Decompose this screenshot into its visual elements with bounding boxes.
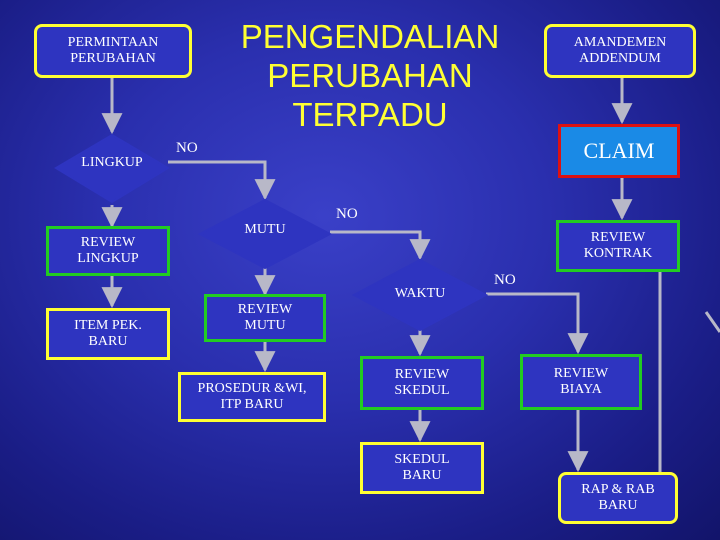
edge-label-no-lingkup: NO	[176, 140, 198, 156]
node-review-mutu-label: REVIEW MUTU	[237, 302, 293, 333]
decision-lingkup: LINGKUP	[81, 155, 143, 170]
node-rap-rab-baru: RAP & RAB BARU	[558, 472, 678, 524]
node-amandemen-label: AMANDEMEN ADDENDUM	[573, 35, 667, 66]
diagram-title: PENGENDALIAN PERUBAHAN TERPADU	[240, 18, 500, 133]
connector-lingkup-mutu	[168, 160, 276, 201]
decision-waktu: WAKTU	[394, 286, 446, 301]
node-prosedur-label: PROSEDUR &WI, ITP BARU	[197, 381, 307, 412]
node-claim: CLAIM	[558, 124, 680, 178]
node-permintaan-label: PERMINTAAN PERUBAHAN	[67, 35, 159, 66]
node-claim-label: CLAIM	[583, 137, 655, 163]
node-skedul-baru-label: SKEDUL BARU	[394, 452, 450, 483]
node-review-mutu: REVIEW MUTU	[204, 294, 326, 342]
edge-label-no-waktu: NO	[494, 272, 516, 288]
node-review-lingkup: REVIEW LINGKUP	[46, 226, 170, 276]
node-review-kontrak: REVIEW KONTRAK	[556, 220, 680, 272]
edge-label-no-mutu: NO	[336, 206, 358, 222]
node-review-biaya: REVIEW BIAYA	[520, 354, 642, 410]
node-review-kontrak-label: REVIEW KONTRAK	[583, 230, 653, 261]
decision-mutu: MUTU	[244, 222, 286, 237]
node-item-pek-baru-label: ITEM PEK. BARU	[74, 318, 142, 349]
connector-edge-right	[704, 311, 720, 333]
connector-waktu-review-biaya	[486, 292, 589, 355]
node-review-biaya-label: REVIEW BIAYA	[553, 366, 609, 397]
connector-mutu-waktu	[330, 230, 431, 261]
node-item-pek-baru: ITEM PEK. BARU	[46, 308, 170, 360]
node-review-lingkup-label: REVIEW LINGKUP	[77, 235, 139, 266]
diamond-mutu	[197, 198, 333, 270]
node-review-skedul: REVIEW SKEDUL	[360, 356, 484, 410]
node-amandemen-addendum: AMANDEMEN ADDENDUM	[544, 24, 696, 78]
node-permintaan-perubahan: PERMINTAAN PERUBAHAN	[34, 24, 192, 78]
node-review-skedul-label: REVIEW SKEDUL	[394, 367, 450, 398]
node-skedul-baru: SKEDUL BARU	[360, 442, 484, 494]
node-rap-rab-label: RAP & RAB BARU	[581, 482, 655, 513]
node-prosedur-baru: PROSEDUR &WI, ITP BARU	[178, 372, 326, 422]
diamond-lingkup	[54, 133, 170, 204]
diamond-waktu	[351, 258, 489, 332]
